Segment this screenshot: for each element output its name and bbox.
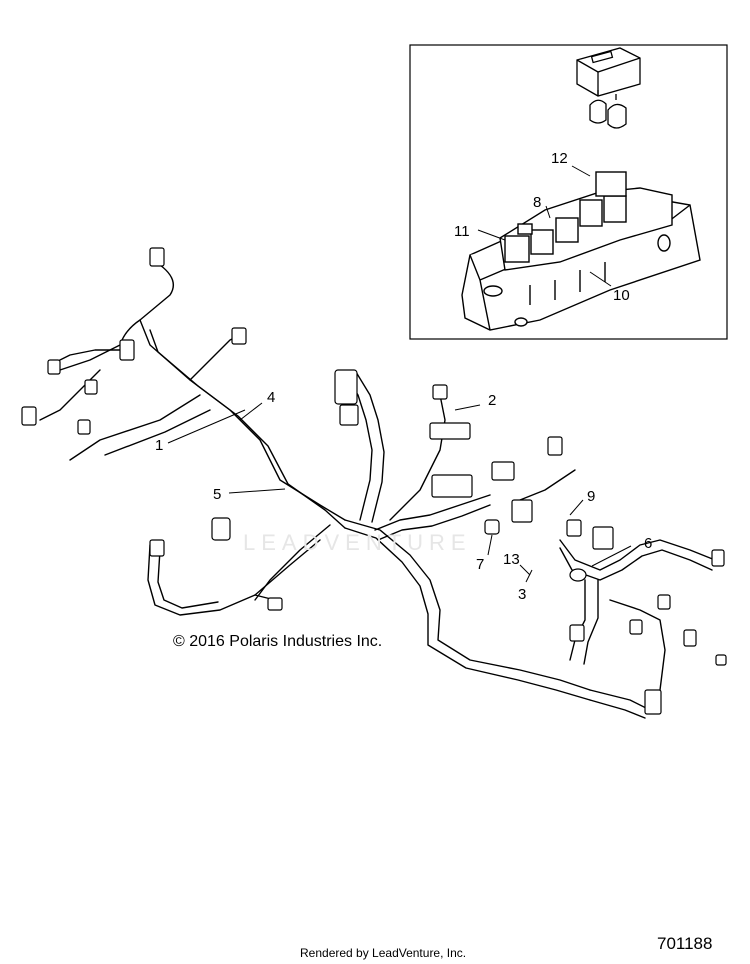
- callout-4: 4: [267, 389, 276, 406]
- mini-fuse-icon: [589, 90, 627, 129]
- watermark: LEADVENTURE: [243, 530, 472, 555]
- fuse-box-assembly: [461, 171, 701, 331]
- callout-2: 2: [488, 392, 497, 409]
- callout-6: 6: [644, 535, 653, 552]
- callout-1: 1: [155, 437, 164, 454]
- copyright-notice: © 2016 Polaris Industries Inc.: [173, 633, 383, 650]
- callout-13: 13: [503, 551, 520, 568]
- inset-frame: [409, 44, 728, 340]
- callout-12: 12: [551, 150, 568, 167]
- callout-11: 11: [454, 223, 470, 240]
- callout-5: 5: [213, 486, 222, 503]
- diagram-number: 701188: [657, 934, 713, 953]
- inset-leader-lines: [477, 165, 612, 287]
- fuse-block-icon: [576, 47, 641, 97]
- callout-10: 10: [613, 287, 630, 304]
- rendered-by-credit: Rendered by LeadVenture, Inc.: [300, 946, 467, 960]
- callout-9: 9: [587, 488, 596, 505]
- main-leader-lines: [167, 402, 632, 583]
- callout-3: 3: [518, 586, 527, 603]
- callout-8: 8: [533, 194, 542, 211]
- harness-connectors: [21, 247, 727, 715]
- callout-7: 7: [476, 556, 485, 573]
